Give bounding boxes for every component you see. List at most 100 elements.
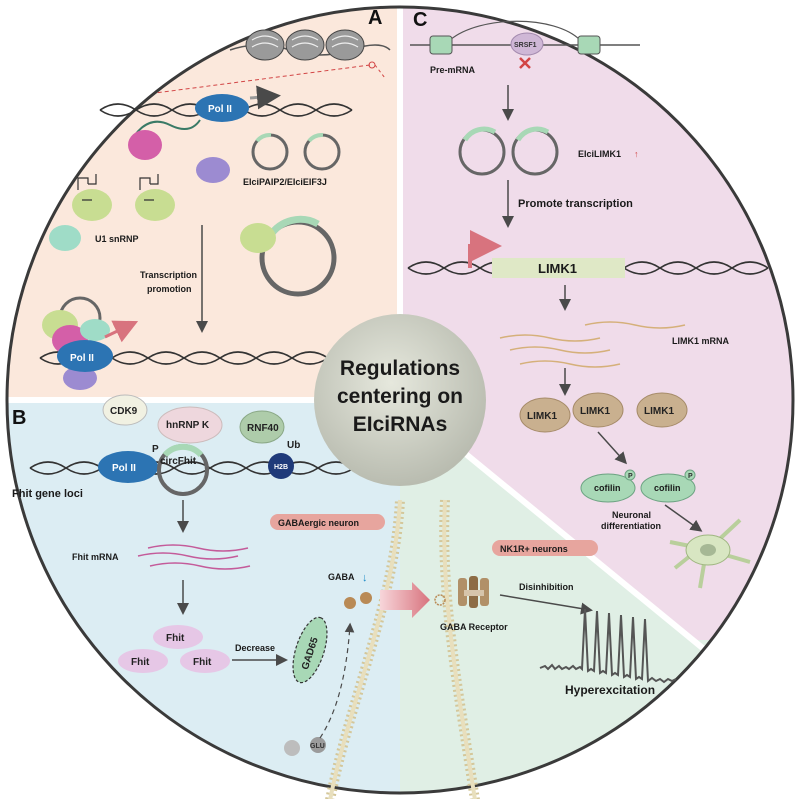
pol2-enzyme-bottom — [57, 340, 113, 372]
gaba-release-arrow — [380, 582, 430, 618]
arrow-c-6 — [664, 504, 703, 532]
transcription-arrow-a — [104, 320, 139, 343]
srsf1-protein — [510, 32, 544, 56]
h2b-histone — [268, 453, 294, 479]
fhit-label-2: Fhit — [131, 657, 150, 668]
pol2-label-b: Pol II — [112, 463, 136, 474]
pol2-label-top: Pol II — [208, 104, 232, 115]
cdk9-protein — [102, 394, 148, 426]
nk1r-badge — [492, 540, 598, 556]
circfhit-exon — [162, 443, 204, 458]
rna-transcript — [134, 119, 201, 136]
splice-arc — [449, 20, 581, 41]
pol2-label-bottom: Pol II — [70, 353, 94, 364]
protein-mint-bound — [80, 319, 110, 341]
fhit-protein-1 — [153, 625, 203, 649]
panel-a: A Pol II U1 snRNP — [39, 7, 391, 390]
limk1-mrna-label: LIMK1 mRNA — [672, 336, 730, 346]
panel-b: B CDK9 hnRNP K RNF40 Ub Pol II P circFhi… — [12, 394, 385, 756]
gaba-molecule-1 — [344, 597, 356, 609]
u1-snrnp-icon — [72, 174, 175, 221]
limk1-protein-1 — [519, 397, 571, 433]
gaba-receptor-icon — [458, 576, 489, 608]
gad65-enzyme: GAD65 — [292, 616, 328, 684]
glu-label: GLU — [310, 743, 325, 750]
dna-helix-b — [29, 461, 355, 475]
gabaergic-label: GABAergic neuron — [278, 518, 359, 528]
phospho-label-2: P — [688, 473, 693, 480]
glu-molecule-1 — [284, 740, 300, 756]
nucleosomes — [154, 29, 391, 94]
limk1-protein-3 — [636, 392, 688, 428]
elcilimk1-label: EIciLIMK1 — [578, 149, 621, 159]
decrease-label: Decrease — [235, 643, 275, 653]
protein-mint — [49, 225, 81, 251]
limk1-gene-box — [492, 258, 625, 278]
gaba-receptor-label: GABA Receptor — [440, 622, 508, 632]
elcilimk1-exon-2 — [515, 126, 550, 142]
hyperexcitation-label: Hyperexcitation — [565, 683, 655, 697]
membrane-right — [439, 499, 480, 799]
glu-to-gaba-arrow — [319, 622, 355, 739]
elcirna-exon-2 — [307, 133, 324, 143]
transcription-label-2: promotion — [147, 284, 192, 294]
elcilimk1-up-arrow: ↑ — [634, 149, 639, 159]
protein-pink — [128, 130, 162, 160]
fhit-protein-3 — [180, 649, 230, 673]
phospho-label-1: P — [628, 473, 633, 480]
fhit-protein-2 — [118, 649, 168, 673]
transcription-label-1: Transcription — [140, 270, 197, 280]
fhit-mrna-strands — [137, 544, 251, 570]
center-title-line1: Regulations — [340, 357, 460, 380]
limk1-protein-label-3: LIMK1 — [644, 406, 674, 417]
pol2-enzyme-b — [98, 451, 158, 483]
gaba-molecule-2 — [360, 592, 372, 604]
neuron-cell — [669, 518, 751, 589]
circfhit-label: circFhit — [160, 456, 197, 467]
limk1-protein-label-2: LIMK1 — [580, 406, 610, 417]
exon-1 — [429, 35, 453, 55]
u1-bound — [240, 223, 276, 253]
elcirna-a-label: EIciPAIP2/EIciEIF3J — [243, 177, 327, 187]
phospho-label-b: P — [152, 444, 159, 455]
glu-molecule-2 — [310, 737, 326, 753]
transcription-arrow-top — [249, 85, 281, 110]
disinhibition-label: Disinhibition — [519, 582, 574, 592]
panel-c: C SRSF1 Pre-mRNA EIciLIMK1 ↑ Promote tra… — [407, 9, 769, 589]
elcilimk1-exon-1 — [462, 126, 497, 142]
fhit-label-1: Fhit — [166, 633, 185, 644]
center-title-line3: EIciRNAs — [353, 413, 448, 436]
cofilin-1 — [580, 473, 636, 503]
diff-label-1: Neuronal — [612, 510, 651, 520]
disinhibition-arrow — [499, 594, 593, 615]
block-x — [519, 57, 531, 69]
panel-c-letter: C — [413, 9, 427, 31]
limk1-protein-label-1: LIMK1 — [527, 411, 557, 422]
rnf40-label: RNF40 — [247, 423, 279, 434]
hyperexcitation-trace — [539, 608, 677, 684]
ub-label: Ub — [287, 440, 300, 451]
promote-label: Promote transcription — [518, 198, 633, 210]
nk1r-label: NK1R+ neurons — [500, 544, 568, 554]
elcirna-exon-1 — [255, 133, 272, 143]
protein-lavender — [196, 157, 230, 183]
hnrnpk-protein — [157, 406, 223, 444]
cofilin-label-1: cofilin — [594, 483, 621, 493]
gaba-synaptic — [434, 594, 446, 606]
panel-b-letter: B — [12, 407, 26, 429]
center-circle — [314, 314, 486, 486]
gaba-down-arrow: ↓ — [362, 572, 368, 584]
center-title-line2: centering on — [337, 385, 463, 408]
gabaergic-badge — [270, 514, 385, 530]
pre-mrna-label: Pre-mRNA — [430, 65, 476, 75]
cofilin-label-2: cofilin — [654, 483, 681, 493]
cofilin-2 — [640, 473, 696, 503]
protein-lavender-bound — [63, 366, 97, 390]
outer-ring — [5, 5, 795, 795]
h2b-label: H2B — [274, 464, 288, 471]
exon-2 — [577, 35, 601, 55]
phospho-1 — [624, 469, 636, 481]
rnf40-protein — [239, 410, 285, 444]
cdk9-label: CDK9 — [110, 406, 138, 417]
panel-a-letter: A — [368, 7, 382, 29]
